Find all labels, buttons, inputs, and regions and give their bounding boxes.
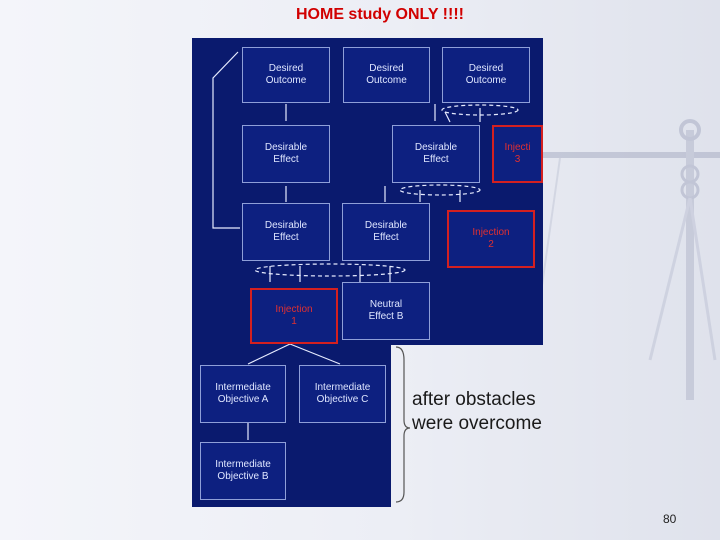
injection-2-box: Injection 2 (447, 210, 535, 268)
desirable-effect-box-top-2: Desirable Effect (392, 125, 480, 183)
desired-outcome-box-2: Desired Outcome (343, 47, 430, 103)
desirable-effect-box-mid-1: Desirable Effect (242, 203, 330, 261)
intermediate-objective-a-box: Intermediate Objective A (200, 365, 286, 423)
intermediate-objective-b-box: Intermediate Objective B (200, 442, 286, 500)
desirable-effect-box-mid-2: Desirable Effect (342, 203, 430, 261)
page-number: 80 (663, 512, 677, 526)
bracket-icon (395, 346, 411, 503)
balance-scale-icon (540, 119, 720, 400)
obstacles-note: after obstacles were overcome (412, 389, 542, 434)
injection-3-box: Injecti 3 (492, 125, 543, 183)
intermediate-objective-c-box: Intermediate Objective C (299, 365, 386, 423)
slide-title: HOME study ONLY !!!! (295, 6, 464, 23)
desirable-effect-box-top-1: Desirable Effect (242, 125, 330, 183)
injection-1-box: Injection 1 (250, 288, 338, 344)
desired-outcome-box-3: Desired Outcome (442, 47, 530, 103)
desired-outcome-box-1: Desired Outcome (242, 47, 330, 103)
neutral-effect-b-box: Neutral Effect B (342, 282, 430, 340)
